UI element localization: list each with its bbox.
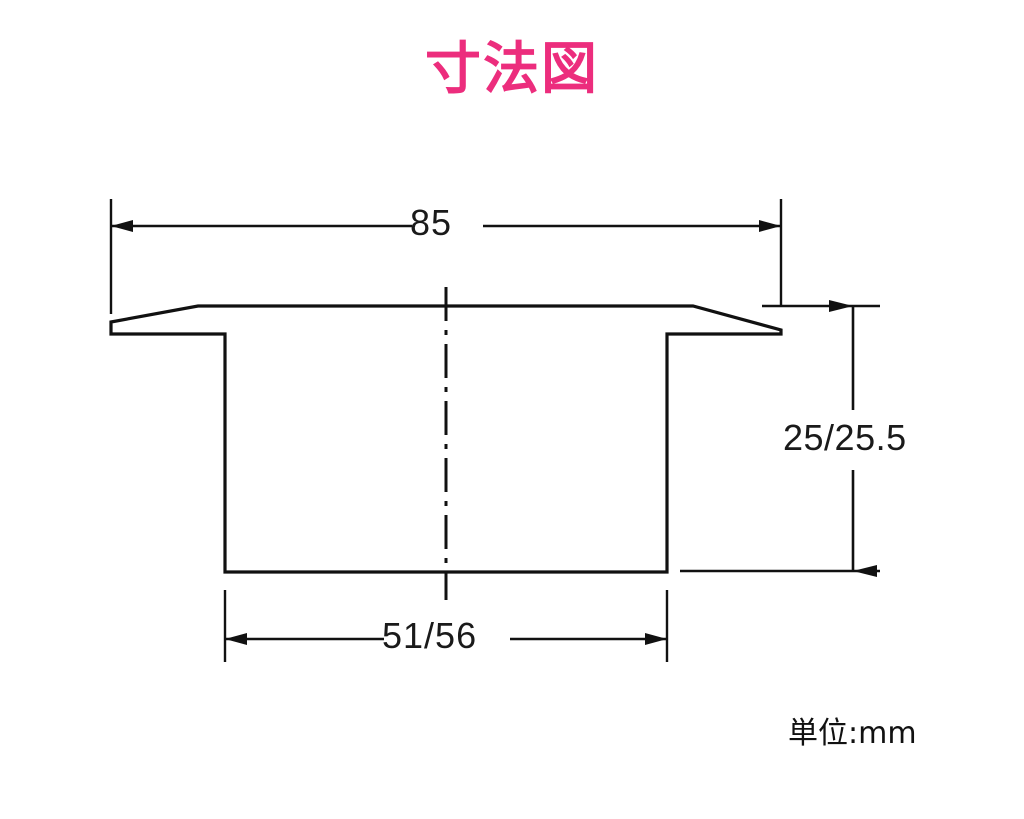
page-title: 寸法図	[425, 37, 599, 102]
dimension-label-bottom-width: 51/56	[382, 615, 478, 656]
dimension-lines	[111, 220, 877, 645]
extension-lines	[109, 199, 880, 662]
dimension-label-height: 25/25.5	[783, 417, 907, 458]
dimension-label-top-width: 85	[410, 202, 453, 243]
part-cross-section-path	[109, 304, 783, 574]
unit-note: 単位:mm	[788, 716, 917, 751]
part-outline	[109, 304, 783, 574]
